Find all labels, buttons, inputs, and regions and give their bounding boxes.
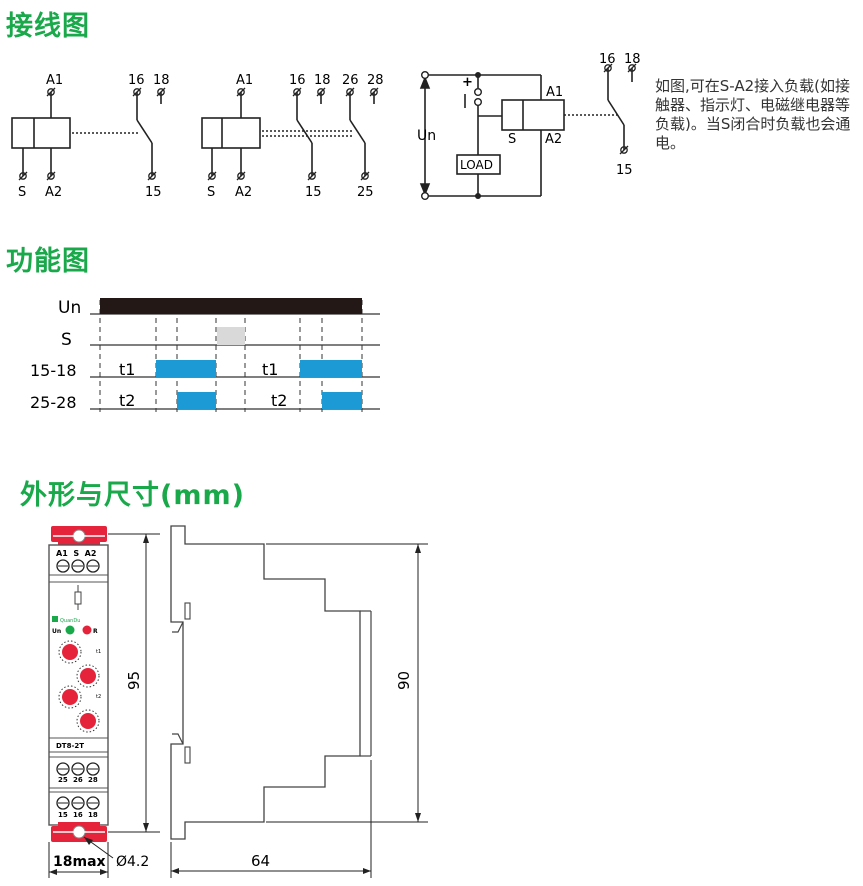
label-a2-1: A2 <box>45 185 62 200</box>
label-18-1: 18 <box>153 73 170 88</box>
timing-label-s: S <box>61 330 72 350</box>
terminal-16-2 <box>292 87 302 97</box>
label-16-1: 16 <box>128 73 145 88</box>
heading-function: 功能图 <box>6 246 90 277</box>
wiring-diagram-1 <box>11 92 162 176</box>
relay-coil-3 <box>501 99 565 131</box>
terminal-15-2 <box>307 171 317 181</box>
device-top-terminals-label: A1 S A2 <box>56 549 96 558</box>
t2-label-2: t2 <box>271 391 287 410</box>
timing-label-25-28: 25-28 <box>30 393 77 412</box>
device-side-view <box>170 525 372 840</box>
label-load: LOAD <box>460 158 493 172</box>
label-15-2: 15 <box>305 185 322 200</box>
device-mid-25: 25 <box>58 776 68 784</box>
t1-label-1: t1 <box>119 360 135 379</box>
label-a2-2: A2 <box>235 185 252 200</box>
terminal-a1-2 <box>236 87 246 97</box>
terminal-18-1 <box>156 87 166 97</box>
un-power-bar <box>100 298 362 314</box>
label-a1-3: A1 <box>546 85 563 100</box>
relay1-pulse-2 <box>300 360 362 377</box>
supply-node-bottom <box>421 191 430 200</box>
label-a1-2: A1 <box>236 73 253 88</box>
device-mid-26: 26 <box>73 776 83 784</box>
heading-dimensions: 外形与尺寸(mm) <box>20 480 245 511</box>
label-s-2: S <box>207 185 215 200</box>
front-dimensions <box>48 533 160 878</box>
device-brand: QuanDu <box>60 618 80 624</box>
device-led-un: Un <box>52 628 61 635</box>
terminal-a2-2 <box>236 171 246 181</box>
label-18-2: 18 <box>314 73 331 88</box>
label-plus: + <box>462 75 473 90</box>
dim-depth: 64 <box>251 852 270 870</box>
label-15-1: 15 <box>145 185 162 200</box>
terminal-16-1 <box>132 87 142 97</box>
s-pulse <box>217 327 245 345</box>
label-18-3: 18 <box>624 52 641 67</box>
t1-label-2: t1 <box>262 360 278 379</box>
terminal-15-1 <box>147 171 157 181</box>
label-s-1: S <box>18 185 26 200</box>
timing-label-15-18: 15-18 <box>30 361 77 380</box>
terminal-25-2 <box>360 171 370 181</box>
dim-height-side: 90 <box>395 671 413 690</box>
label-16-2: 16 <box>289 73 306 88</box>
junction-bottom <box>475 193 481 199</box>
device-led-r: R <box>93 628 98 635</box>
side-dimensions <box>170 543 428 878</box>
dim-width-front: 18max <box>53 854 106 870</box>
terminal-26-2 <box>345 87 355 97</box>
terminal-a2-1 <box>46 171 56 181</box>
switch-contact-top <box>474 87 483 96</box>
device-bot-16: 16 <box>73 811 83 819</box>
device-mid-28: 28 <box>88 776 98 784</box>
dim-height-front: 95 <box>125 671 143 690</box>
terminal-15-3 <box>619 145 629 155</box>
label-un-wiring: Un <box>417 128 436 144</box>
terminal-s-1 <box>18 171 28 181</box>
label-a2-3: A2 <box>545 132 562 147</box>
device-knob-t2: t2 <box>96 694 101 700</box>
device-knob-t1: t1 <box>96 649 101 655</box>
timing-diagram <box>90 298 380 412</box>
label-28-2: 28 <box>367 73 384 88</box>
load-box <box>456 154 501 175</box>
terminal-s-2 <box>207 171 217 181</box>
dim-hole: Ø4.2 <box>116 854 149 870</box>
label-16-3: 16 <box>599 52 616 67</box>
heading-wiring: 接线图 <box>6 11 90 42</box>
relay-coil-1 <box>11 117 71 149</box>
wiring-diagram-2 <box>201 92 375 176</box>
t2-label-1: t2 <box>119 391 135 410</box>
junction-top <box>475 72 481 78</box>
label-s-3: S <box>508 132 516 147</box>
device-bot-15: 15 <box>58 811 68 819</box>
label-25-2: 25 <box>357 185 374 200</box>
device-bot-18: 18 <box>88 811 98 819</box>
wiring-diagram-3 <box>419 68 633 197</box>
terminal-a1-1 <box>46 87 56 97</box>
label-a1-1: A1 <box>46 73 63 88</box>
label-26-2: 26 <box>342 73 359 88</box>
label-15-3: 15 <box>616 163 633 178</box>
relay-coil-2 <box>201 117 261 149</box>
switch-contact-bottom <box>474 97 483 106</box>
supply-node-top <box>421 70 430 79</box>
device-front-view <box>48 526 109 842</box>
timing-label-un: Un <box>58 298 81 318</box>
device-model: DT8-2T <box>56 742 84 750</box>
terminal-18-2 <box>316 87 326 97</box>
relay2-pulse-1 <box>177 392 216 409</box>
relay1-pulse-1 <box>156 360 216 377</box>
relay2-pulse-2 <box>322 392 362 409</box>
wiring-note: 如图,可在S-A2接入负载(如接触器、指示灯、电磁继电器等负载)。当S闭合时负载… <box>655 77 851 152</box>
terminal-28-2 <box>369 87 379 97</box>
